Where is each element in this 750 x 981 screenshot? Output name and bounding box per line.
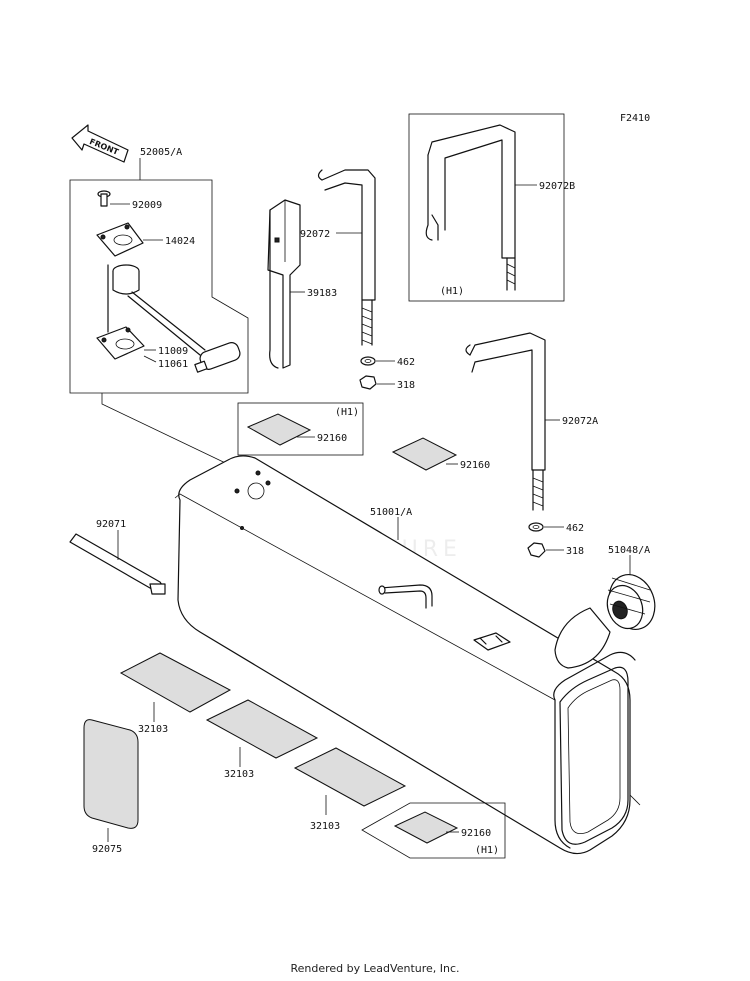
label-52005A[interactable]: 52005/A: [140, 147, 182, 158]
pad-32103-c[interactable]: [293, 747, 407, 807]
h1-label-mid: (H1): [335, 407, 359, 418]
strap-92072B[interactable]: [425, 124, 516, 291]
diagram-code: F2410: [620, 113, 650, 124]
label-462-bottom[interactable]: 462: [566, 523, 584, 534]
label-14024[interactable]: 14024: [165, 236, 195, 247]
h1-box-92160-bottom: [361, 802, 506, 859]
gasket-14024[interactable]: [96, 222, 144, 257]
plate-11009[interactable]: [96, 326, 145, 360]
label-92160-mid[interactable]: 92160: [460, 460, 490, 471]
nut-318-bottom[interactable]: [527, 542, 546, 558]
label-32103-b[interactable]: 32103: [224, 769, 254, 780]
label-51048A[interactable]: 51048/A: [608, 545, 650, 556]
nut-318-top[interactable]: [359, 375, 377, 390]
label-92075[interactable]: 92075: [92, 844, 122, 855]
label-92009[interactable]: 92009: [132, 200, 162, 211]
sender-to-tank-leader: [101, 393, 239, 470]
strap-92071[interactable]: [69, 533, 166, 595]
fuel-tank-51001A[interactable]: [174, 455, 641, 855]
label-11009[interactable]: 11009: [158, 346, 188, 357]
h1-label-bottom: (H1): [475, 845, 499, 856]
fuel-cap-51048A[interactable]: [554, 568, 662, 669]
washer-462-bottom[interactable]: [528, 522, 544, 532]
screw-92009[interactable]: [97, 190, 111, 207]
washer-462-top[interactable]: [360, 356, 376, 366]
label-92072B[interactable]: 92072B: [539, 181, 575, 192]
label-92160-bottom[interactable]: 92160: [461, 828, 491, 839]
label-51001A[interactable]: 51001/A: [370, 507, 412, 518]
pad-92075[interactable]: [83, 719, 139, 829]
bracket-39183[interactable]: [267, 199, 301, 369]
front-arrow-icon: FRONT: [71, 124, 129, 163]
label-318-top[interactable]: 318: [397, 380, 415, 391]
label-11061[interactable]: 11061: [158, 359, 188, 370]
footer-credit: Rendered by LeadVenture, Inc.: [290, 962, 460, 975]
strap-92072A[interactable]: [465, 332, 546, 511]
fuel-sender-unit[interactable]: [107, 264, 242, 373]
label-39183[interactable]: 39183: [307, 288, 337, 299]
label-92160-h1-top[interactable]: 92160: [317, 433, 347, 444]
strap-92072[interactable]: [317, 169, 376, 346]
pad-92160-bottom[interactable]: [393, 811, 459, 844]
h1-box-92072B: [408, 113, 565, 302]
sender-group-bracket: [69, 158, 249, 394]
label-92072[interactable]: 92072: [300, 229, 330, 240]
h1-label-right: (H1): [440, 286, 464, 297]
label-462-top[interactable]: 462: [397, 357, 415, 368]
label-318-bottom[interactable]: 318: [566, 546, 584, 557]
label-92072A[interactable]: 92072A: [562, 416, 598, 427]
h1-box-92160-top: [237, 402, 364, 456]
pad-32103-a[interactable]: [119, 652, 232, 713]
pad-32103-b[interactable]: [205, 699, 319, 759]
label-92071[interactable]: 92071: [96, 519, 126, 530]
label-32103-c[interactable]: 32103: [310, 821, 340, 832]
label-32103-a[interactable]: 32103: [138, 724, 168, 735]
pad-92160-mid[interactable]: [391, 437, 458, 471]
pad-92160-h1-top[interactable]: [246, 413, 312, 446]
